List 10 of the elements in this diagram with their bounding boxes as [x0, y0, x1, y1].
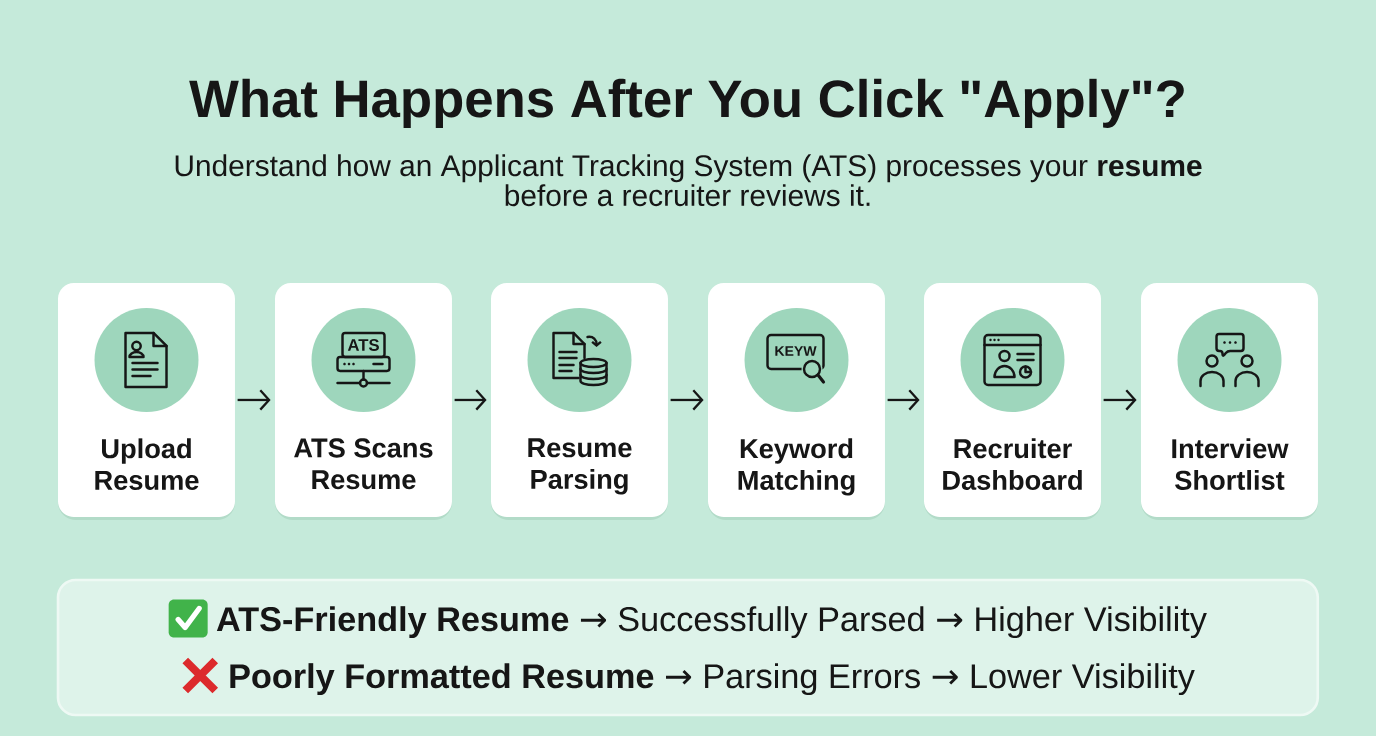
screen-label: ATS [347, 339, 379, 351]
title: What Happens After You Click "Apply"? [189, 78, 1184, 128]
subtitle: Understand how an Applicant Tracking System (ATS) processes your resume before a recruiter reviews it. [175, 154, 1202, 207]
summary-panel: ATS-Friendly Resume → Successfully Parsed → Higher Visibility Poorly Formatted Resume → Parsing Errors → Lower Visibility [56, 578, 1320, 717]
screen-label: KEYW [775, 346, 817, 356]
arrow [670, 389, 704, 411]
arrow [887, 389, 920, 411]
arrow [237, 389, 271, 411]
arrow [1103, 389, 1137, 411]
arrow [454, 389, 487, 411]
